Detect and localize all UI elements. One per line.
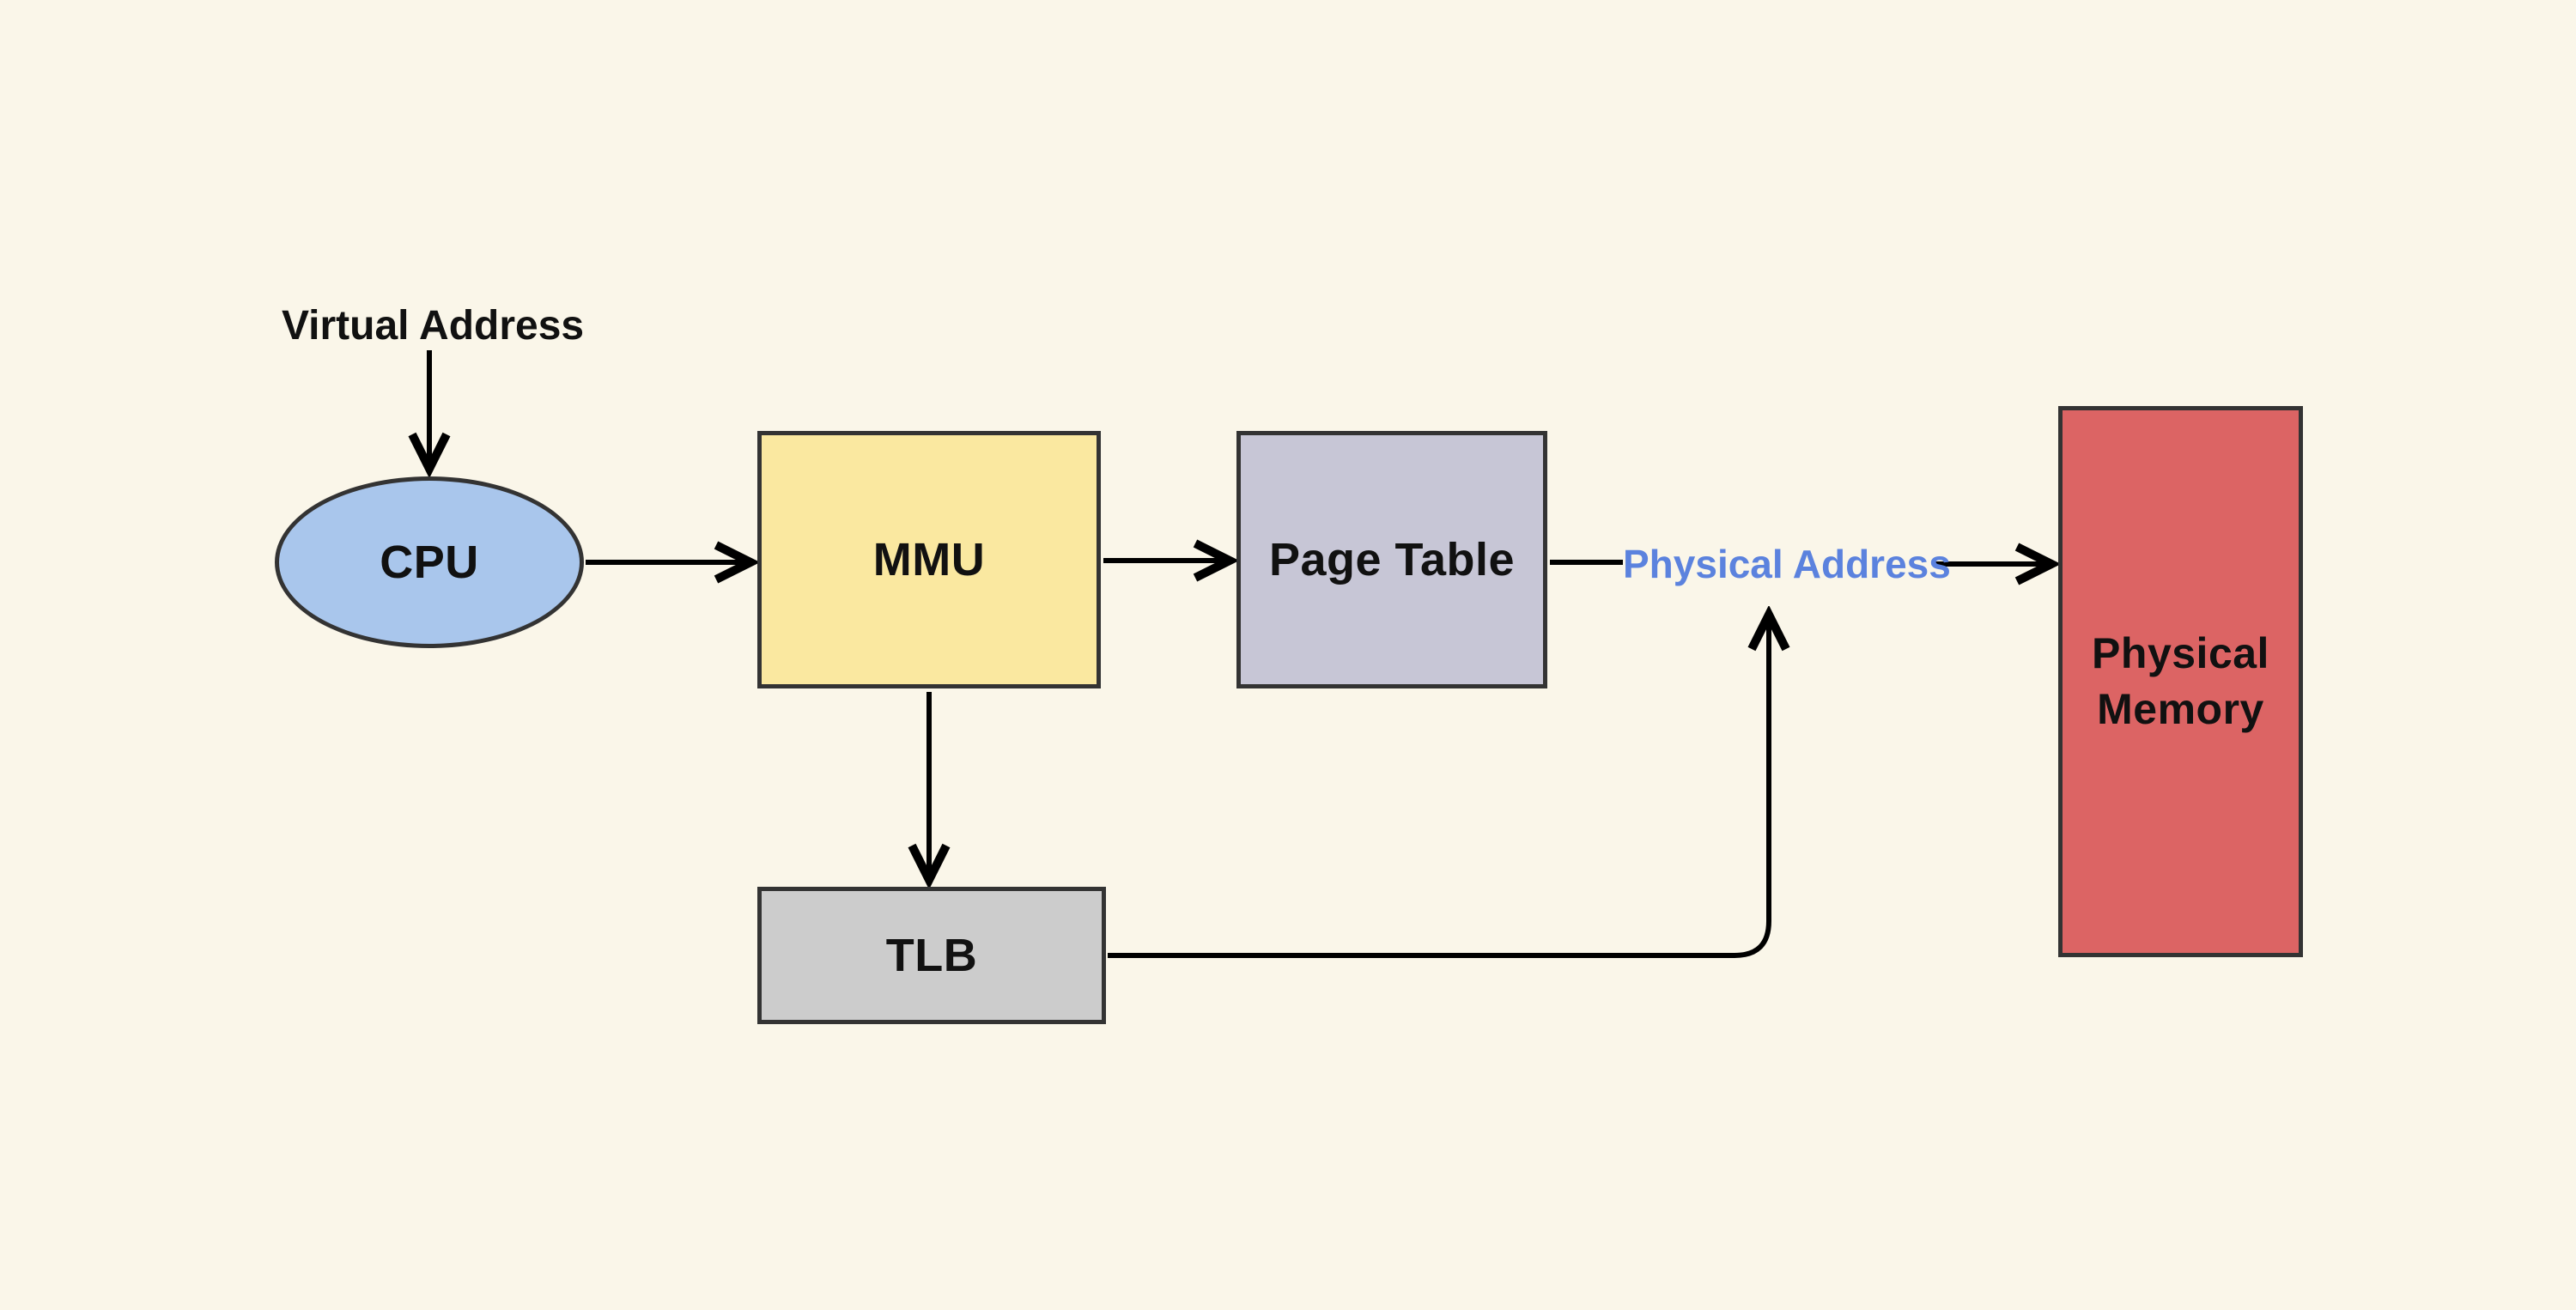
tlb-node: TLB: [757, 887, 1106, 1024]
tlb-node-label: TLB: [885, 930, 978, 981]
cpu-node: CPU: [275, 476, 584, 648]
page-table-node: Page Table: [1236, 431, 1547, 688]
page-table-node-label: Page Table: [1268, 534, 1516, 585]
physical-memory-node: Physical Memory: [2058, 406, 2303, 957]
mmu-node-label: MMU: [872, 534, 986, 585]
cpu-node-label: CPU: [380, 537, 479, 588]
mmu-node: MMU: [757, 431, 1101, 688]
edge-tlb-to-physical-address: [1108, 615, 1769, 958]
physical-memory-node-label: Physical Memory: [2092, 629, 2269, 733]
physical-address-label: Physical Address: [1623, 542, 1951, 586]
virtual-address-label: Virtual Address: [282, 303, 585, 349]
